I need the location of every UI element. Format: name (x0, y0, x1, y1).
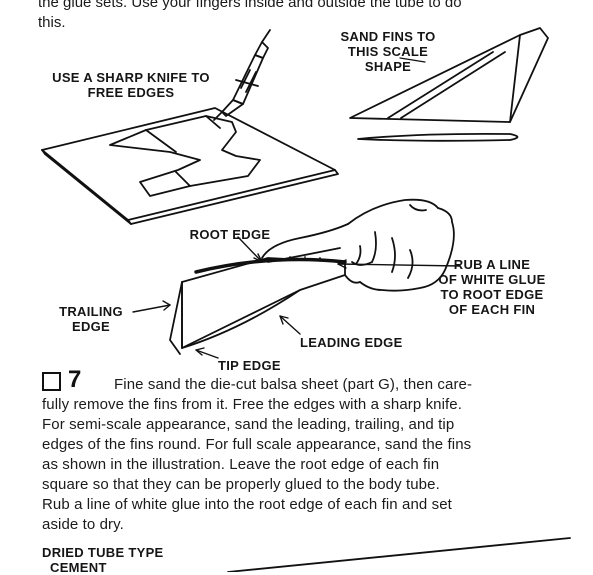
balsa-sheet-drawing (41, 107, 339, 225)
label-rub-line: RUB A LINE OF WHITE GLUE TO ROOT EDGE OF… (438, 257, 546, 317)
step-text-line-5: as shown in the illustration. Leave the … (42, 456, 440, 473)
step-number: 7 (68, 366, 82, 393)
pointer-arrows (132, 236, 461, 359)
hand-and-fin-drawing (169, 198, 455, 355)
step-text-line-1: Fine sand the die-cut balsa sheet (part … (114, 376, 473, 393)
label-root-edge: ROOT EDGE (189, 227, 271, 242)
step-text-line-7: Rub a line of white glue into the root e… (42, 496, 452, 513)
top-text-line-1: the glue sets. Use your fingers inside a… (38, 0, 462, 11)
scale-fin-drawing (349, 27, 549, 142)
step-text-line-8: aside to dry. (42, 516, 124, 533)
label-dried-tube-cement: DRIED TUBE TYPE CEMENT (42, 545, 164, 575)
label-sharp-knife: USE A SHARP KNIFE TO FREE EDGES (52, 70, 210, 100)
knife-drawing (213, 29, 271, 121)
step-text-line-6: square so that they can be properly glue… (42, 476, 440, 493)
step-text-line-3: For semi-scale appearance, sand the lead… (42, 416, 455, 433)
label-sand-fins: SAND FINS TO THIS SCALE SHAPE (340, 29, 436, 74)
label-leading-edge: LEADING EDGE (300, 335, 403, 350)
step-text-line-4: edges of the fins round. For full scale … (42, 436, 472, 453)
step-checkbox[interactable] (42, 372, 61, 391)
label-trailing-edge: TRAILING EDGE (59, 304, 123, 334)
top-text-line-2: this. (38, 14, 66, 31)
step-text-line-2: fully remove the fins from it. Free the … (42, 396, 463, 413)
label-tip-edge: TIP EDGE (218, 358, 281, 373)
